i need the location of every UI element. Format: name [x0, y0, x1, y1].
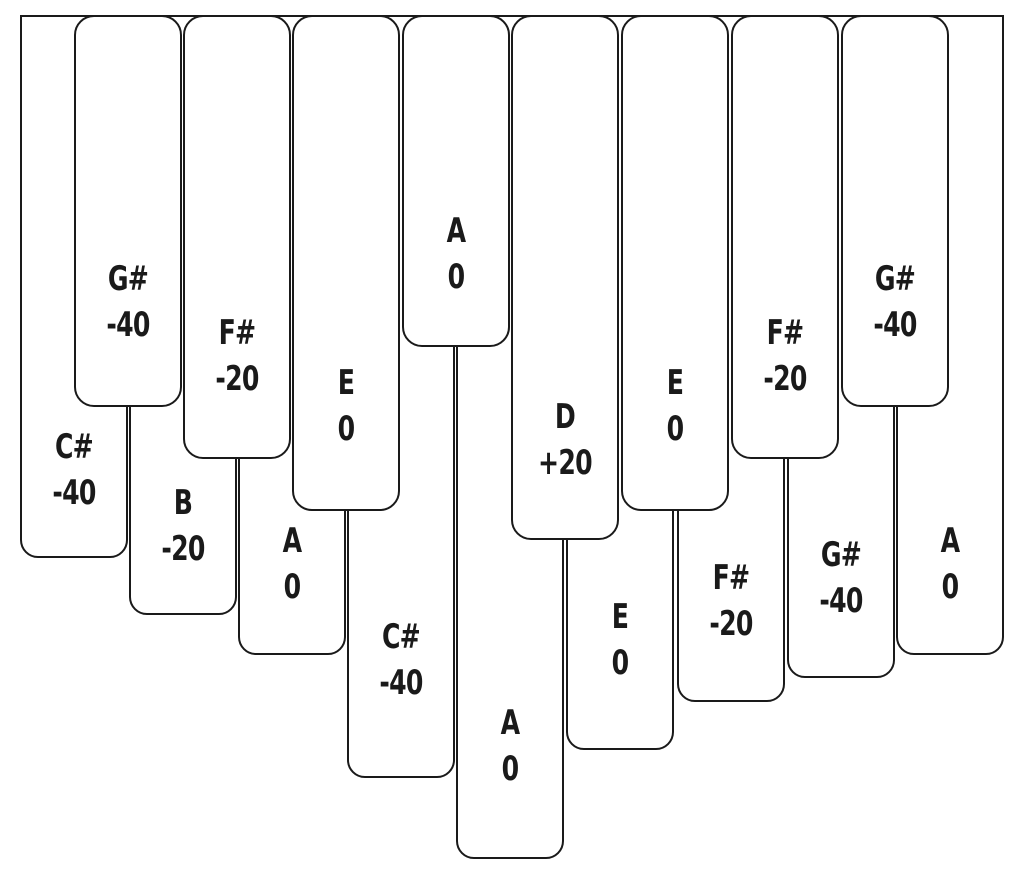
tine-cents: -20	[161, 529, 205, 569]
tine-label: G# -40	[90, 256, 167, 348]
tine-cents: -40	[819, 581, 863, 621]
tine-cents: -20	[763, 359, 807, 399]
tine-note: D	[554, 397, 576, 437]
tine-note: A	[282, 521, 302, 561]
tine-cents: -20	[215, 359, 259, 399]
tine-label: B -20	[145, 480, 222, 572]
tine-cents: -40	[873, 305, 917, 345]
tine-label: G# -40	[803, 532, 880, 624]
front-tine[interactable]: F# -20	[183, 15, 291, 459]
tine-label: D +20	[527, 394, 604, 486]
tine-cents: -40	[52, 473, 96, 513]
tine-label: C# -40	[363, 614, 440, 706]
tine-note: E	[666, 363, 684, 403]
front-tine[interactable]: G# -40	[74, 15, 182, 407]
tine-note: G#	[820, 535, 862, 575]
tine-label: G# -40	[857, 256, 934, 348]
tine-label: F# -20	[747, 310, 824, 402]
tine-cents: +20	[538, 443, 593, 483]
tine-note: F#	[712, 558, 751, 598]
front-tine[interactable]: F# -20	[731, 15, 839, 459]
tine-note: G#	[874, 259, 916, 299]
tine-note: B	[173, 483, 193, 523]
tine-label: C# -40	[36, 424, 113, 516]
tine-cents: -40	[379, 663, 423, 703]
tine-cents: 0	[941, 567, 960, 607]
tine-label: F# -20	[199, 310, 276, 402]
tine-cents: 0	[283, 567, 302, 607]
tine-cents: 0	[337, 409, 356, 449]
tine-note: G#	[107, 259, 149, 299]
tine-note: F#	[218, 313, 257, 353]
tine-cents: 0	[611, 643, 630, 683]
tine-note: A	[940, 521, 960, 561]
tine-label: F# -20	[693, 555, 770, 647]
tine-cents: -20	[709, 604, 753, 644]
front-tine[interactable]: D +20	[511, 15, 619, 540]
tine-note: A	[446, 211, 466, 251]
tine-cents: -40	[106, 305, 150, 345]
tine-note: A	[500, 703, 520, 743]
tine-note: E	[337, 363, 355, 403]
tine-cents: 0	[666, 409, 685, 449]
tine-note: C#	[381, 617, 421, 657]
tine-note: F#	[766, 313, 805, 353]
tine-cents: 0	[501, 749, 520, 789]
tine-note: C#	[54, 427, 94, 467]
front-tine[interactable]: G# -40	[841, 15, 949, 407]
tine-note: E	[611, 597, 629, 637]
tine-cents: 0	[447, 257, 466, 297]
